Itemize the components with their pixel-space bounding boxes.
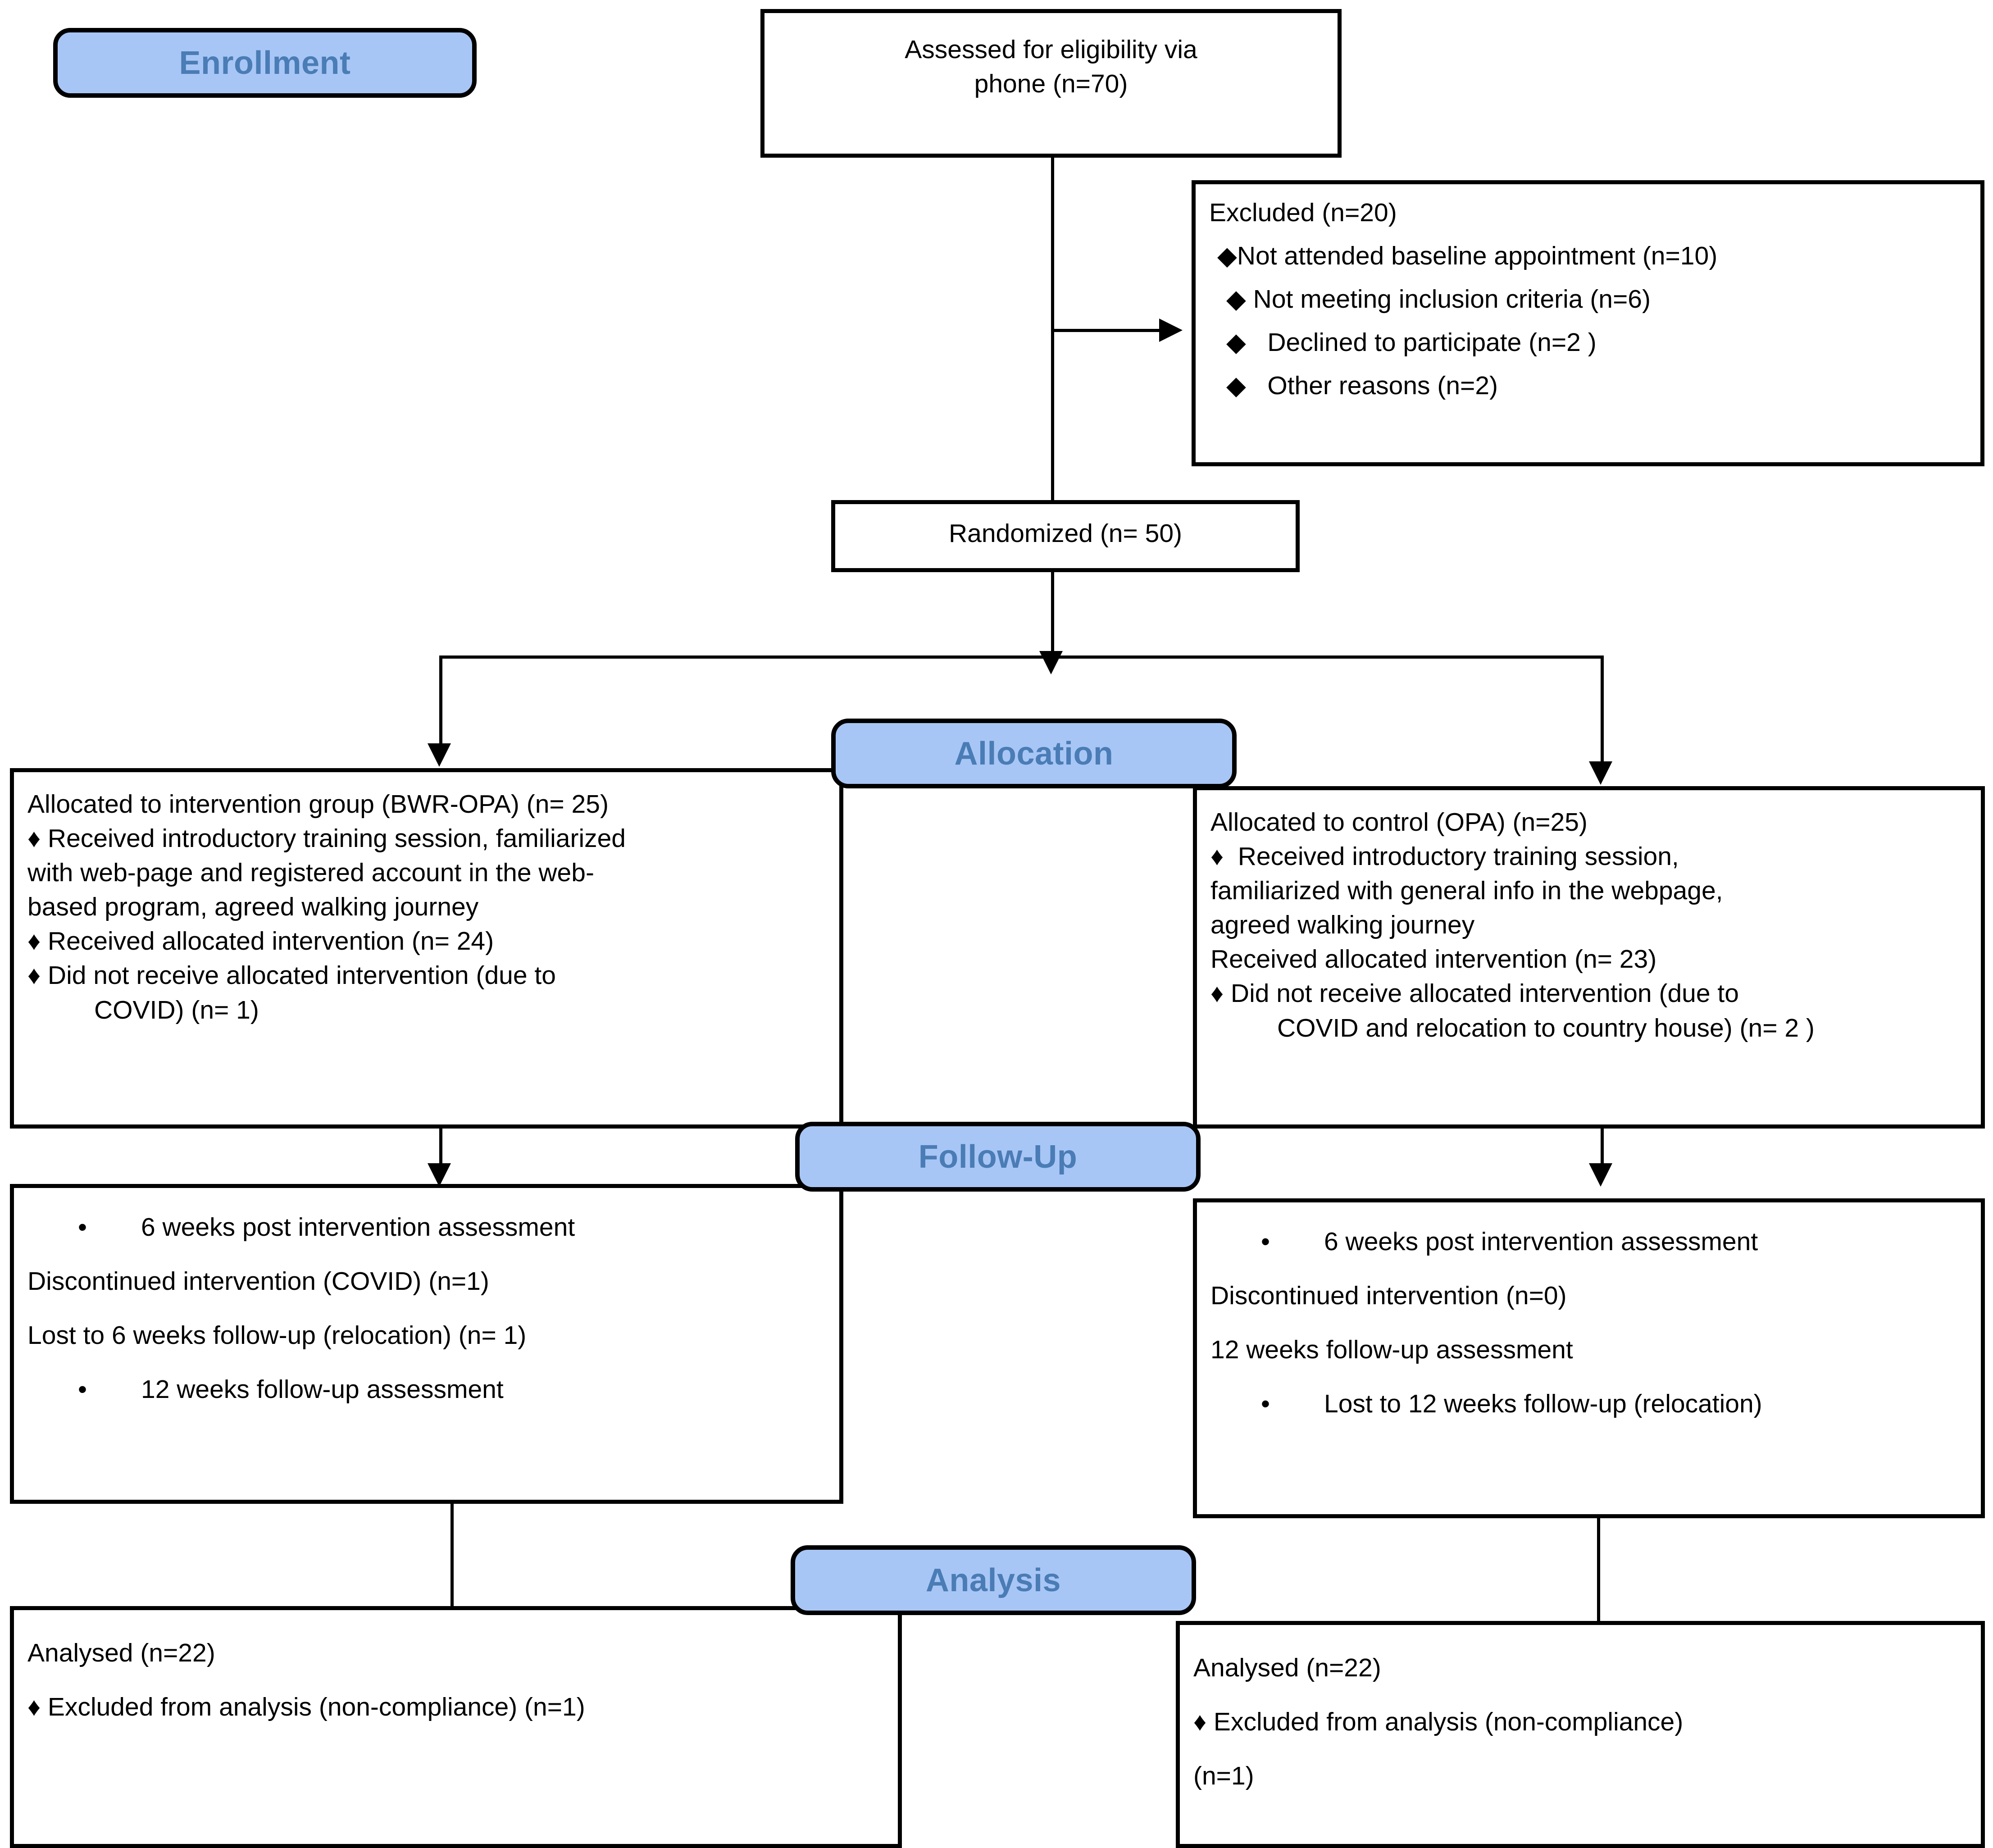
analysis-control-l1: ♦ Excluded from analysis (non-compliance…: [1193, 1707, 1684, 1737]
arrow-to-excluded: [1159, 319, 1183, 342]
alloc-intervention-l6: COVID) (n= 1): [94, 995, 259, 1024]
alloc-intervention-l4: ♦ Received allocated intervention (n= 24…: [27, 927, 494, 956]
alloc-control-l4: Received allocated intervention (n= 23): [1210, 945, 1657, 974]
followup-control-l3: 12 weeks follow-up assessment: [1210, 1335, 1573, 1365]
arrow-to-control-allocation: [1589, 761, 1612, 785]
connector-assessed-to-excluded: [1051, 329, 1159, 332]
connector-randomized-down: [1051, 572, 1054, 651]
alloc-control-l6: COVID and relocation to country house) (…: [1277, 1013, 1815, 1042]
randomized-text: Randomized (n= 50): [948, 519, 1183, 548]
box-assessed-for-eligibility: Assessed for eligibility via phone (n=70…: [760, 9, 1342, 158]
alloc-control-l3: agreed walking journey: [1210, 910, 1475, 940]
followup-intervention-l2: Discontinued intervention (COVID) (n=1): [27, 1267, 489, 1296]
split-bar-allocation: [439, 655, 1604, 659]
alloc-control-l5: ♦ Did not receive allocated intervention…: [1210, 979, 1739, 1008]
box-allocated-intervention: Allocated to intervention group (BWR-OPA…: [10, 768, 843, 1129]
diamond-bullet-icon: ◆: [1226, 371, 1268, 401]
connector-control-alloc-to-followup: [1601, 1129, 1604, 1171]
alloc-intervention-l5: ♦ Did not receive allocated intervention…: [27, 961, 556, 990]
assessed-line-1: Assessed for eligibility via: [905, 35, 1197, 64]
diamond-bullet-icon: ◆: [1217, 241, 1237, 271]
arrow-to-intervention-allocation: [428, 743, 451, 767]
round-bullet-icon: •: [78, 1213, 87, 1242]
connector-intervention-followup-to-analysis: [450, 1504, 454, 1673]
box-analysis-control: Analysed (n=22) ♦ Excluded from analysis…: [1176, 1621, 1985, 1848]
stage-label-analysis-text: Analysis: [925, 1562, 1061, 1598]
stage-label-allocation: Allocation: [831, 719, 1237, 788]
arrow-randomized-split: [1039, 651, 1063, 674]
stage-label-analysis: Analysis: [791, 1545, 1196, 1615]
followup-intervention-b4: •12 weeks follow-up assessment: [27, 1373, 826, 1406]
box-followup-intervention: •6 weeks post intervention assessment Di…: [10, 1184, 843, 1504]
diamond-bullet-icon: ◆: [1226, 328, 1268, 357]
box-randomized: Randomized (n= 50): [831, 500, 1300, 572]
excluded-item-0: ◆Not attended baseline appointment (n=10…: [1217, 241, 1718, 271]
alloc-intervention-l1: ♦ Received introductory training session…: [27, 824, 626, 853]
stage-label-follow-up: Follow-Up: [795, 1122, 1201, 1192]
alloc-control-heading: Allocated to control (OPA) (n=25): [1210, 808, 1588, 837]
diamond-bullet-icon: ◆: [1226, 285, 1253, 314]
followup-control-l2: Discontinued intervention (n=0): [1210, 1281, 1567, 1311]
box-followup-control: •6 weeks post intervention assessment Di…: [1193, 1198, 1985, 1518]
analysis-intervention-heading: Analysed (n=22): [27, 1639, 215, 1667]
analysis-control-l2: (n=1): [1193, 1762, 1254, 1791]
split-left-down: [439, 655, 442, 752]
excluded-heading: Excluded (n=20): [1209, 198, 1397, 227]
stage-label-follow-up-text: Follow-Up: [918, 1138, 1078, 1175]
excluded-item-3: ◆ Other reasons (n=2): [1226, 371, 1498, 401]
stage-label-enrollment: Enrollment: [53, 28, 477, 98]
followup-control-b1: •6 weeks post intervention assessment: [1210, 1225, 1967, 1258]
connector-control-followup-to-analysis: [1597, 1518, 1600, 1687]
split-right-down: [1601, 655, 1604, 770]
box-allocated-control: Allocated to control (OPA) (n=25) ♦ Rece…: [1193, 786, 1985, 1129]
alloc-intervention-l2: with web-page and registered account in …: [27, 858, 594, 888]
alloc-control-l2: familiarized with general info in the we…: [1210, 876, 1723, 906]
followup-intervention-b1: •6 weeks post intervention assessment: [27, 1211, 826, 1244]
connector-intervention-alloc-to-followup: [439, 1129, 442, 1171]
excluded-item-2: ◆ Declined to participate (n=2 ): [1226, 328, 1597, 357]
alloc-control-l1: ♦ Received introductory training session…: [1210, 842, 1679, 871]
alloc-intervention-heading: Allocated to intervention group (BWR-OPA…: [27, 790, 609, 819]
arrow-control-followup: [1589, 1163, 1612, 1187]
excluded-item-1: ◆ Not meeting inclusion criteria (n=6): [1226, 285, 1651, 314]
box-analysis-intervention: Analysed (n=22) ♦ Excluded from analysis…: [10, 1606, 902, 1848]
box-excluded: Excluded (n=20) ◆Not attended baseline a…: [1192, 180, 1984, 466]
arrow-intervention-followup: [428, 1163, 451, 1187]
alloc-intervention-l3: based program, agreed walking journey: [27, 892, 479, 922]
stage-label-allocation-text: Allocation: [954, 735, 1114, 772]
analysis-intervention-l1: ♦ Excluded from analysis (non-compliance…: [27, 1693, 585, 1722]
assessed-line-2: phone (n=70): [974, 69, 1128, 99]
stage-label-enrollment-text: Enrollment: [179, 45, 351, 81]
followup-intervention-l3: Lost to 6 weeks follow-up (relocation) (…: [27, 1321, 527, 1350]
analysis-control-heading: Analysed (n=22): [1193, 1653, 1381, 1682]
round-bullet-icon: •: [78, 1375, 87, 1404]
round-bullet-icon: •: [1261, 1227, 1270, 1256]
round-bullet-icon: •: [1261, 1389, 1270, 1419]
followup-control-b4: •Lost to 12 weeks follow-up (relocation): [1210, 1387, 1967, 1420]
